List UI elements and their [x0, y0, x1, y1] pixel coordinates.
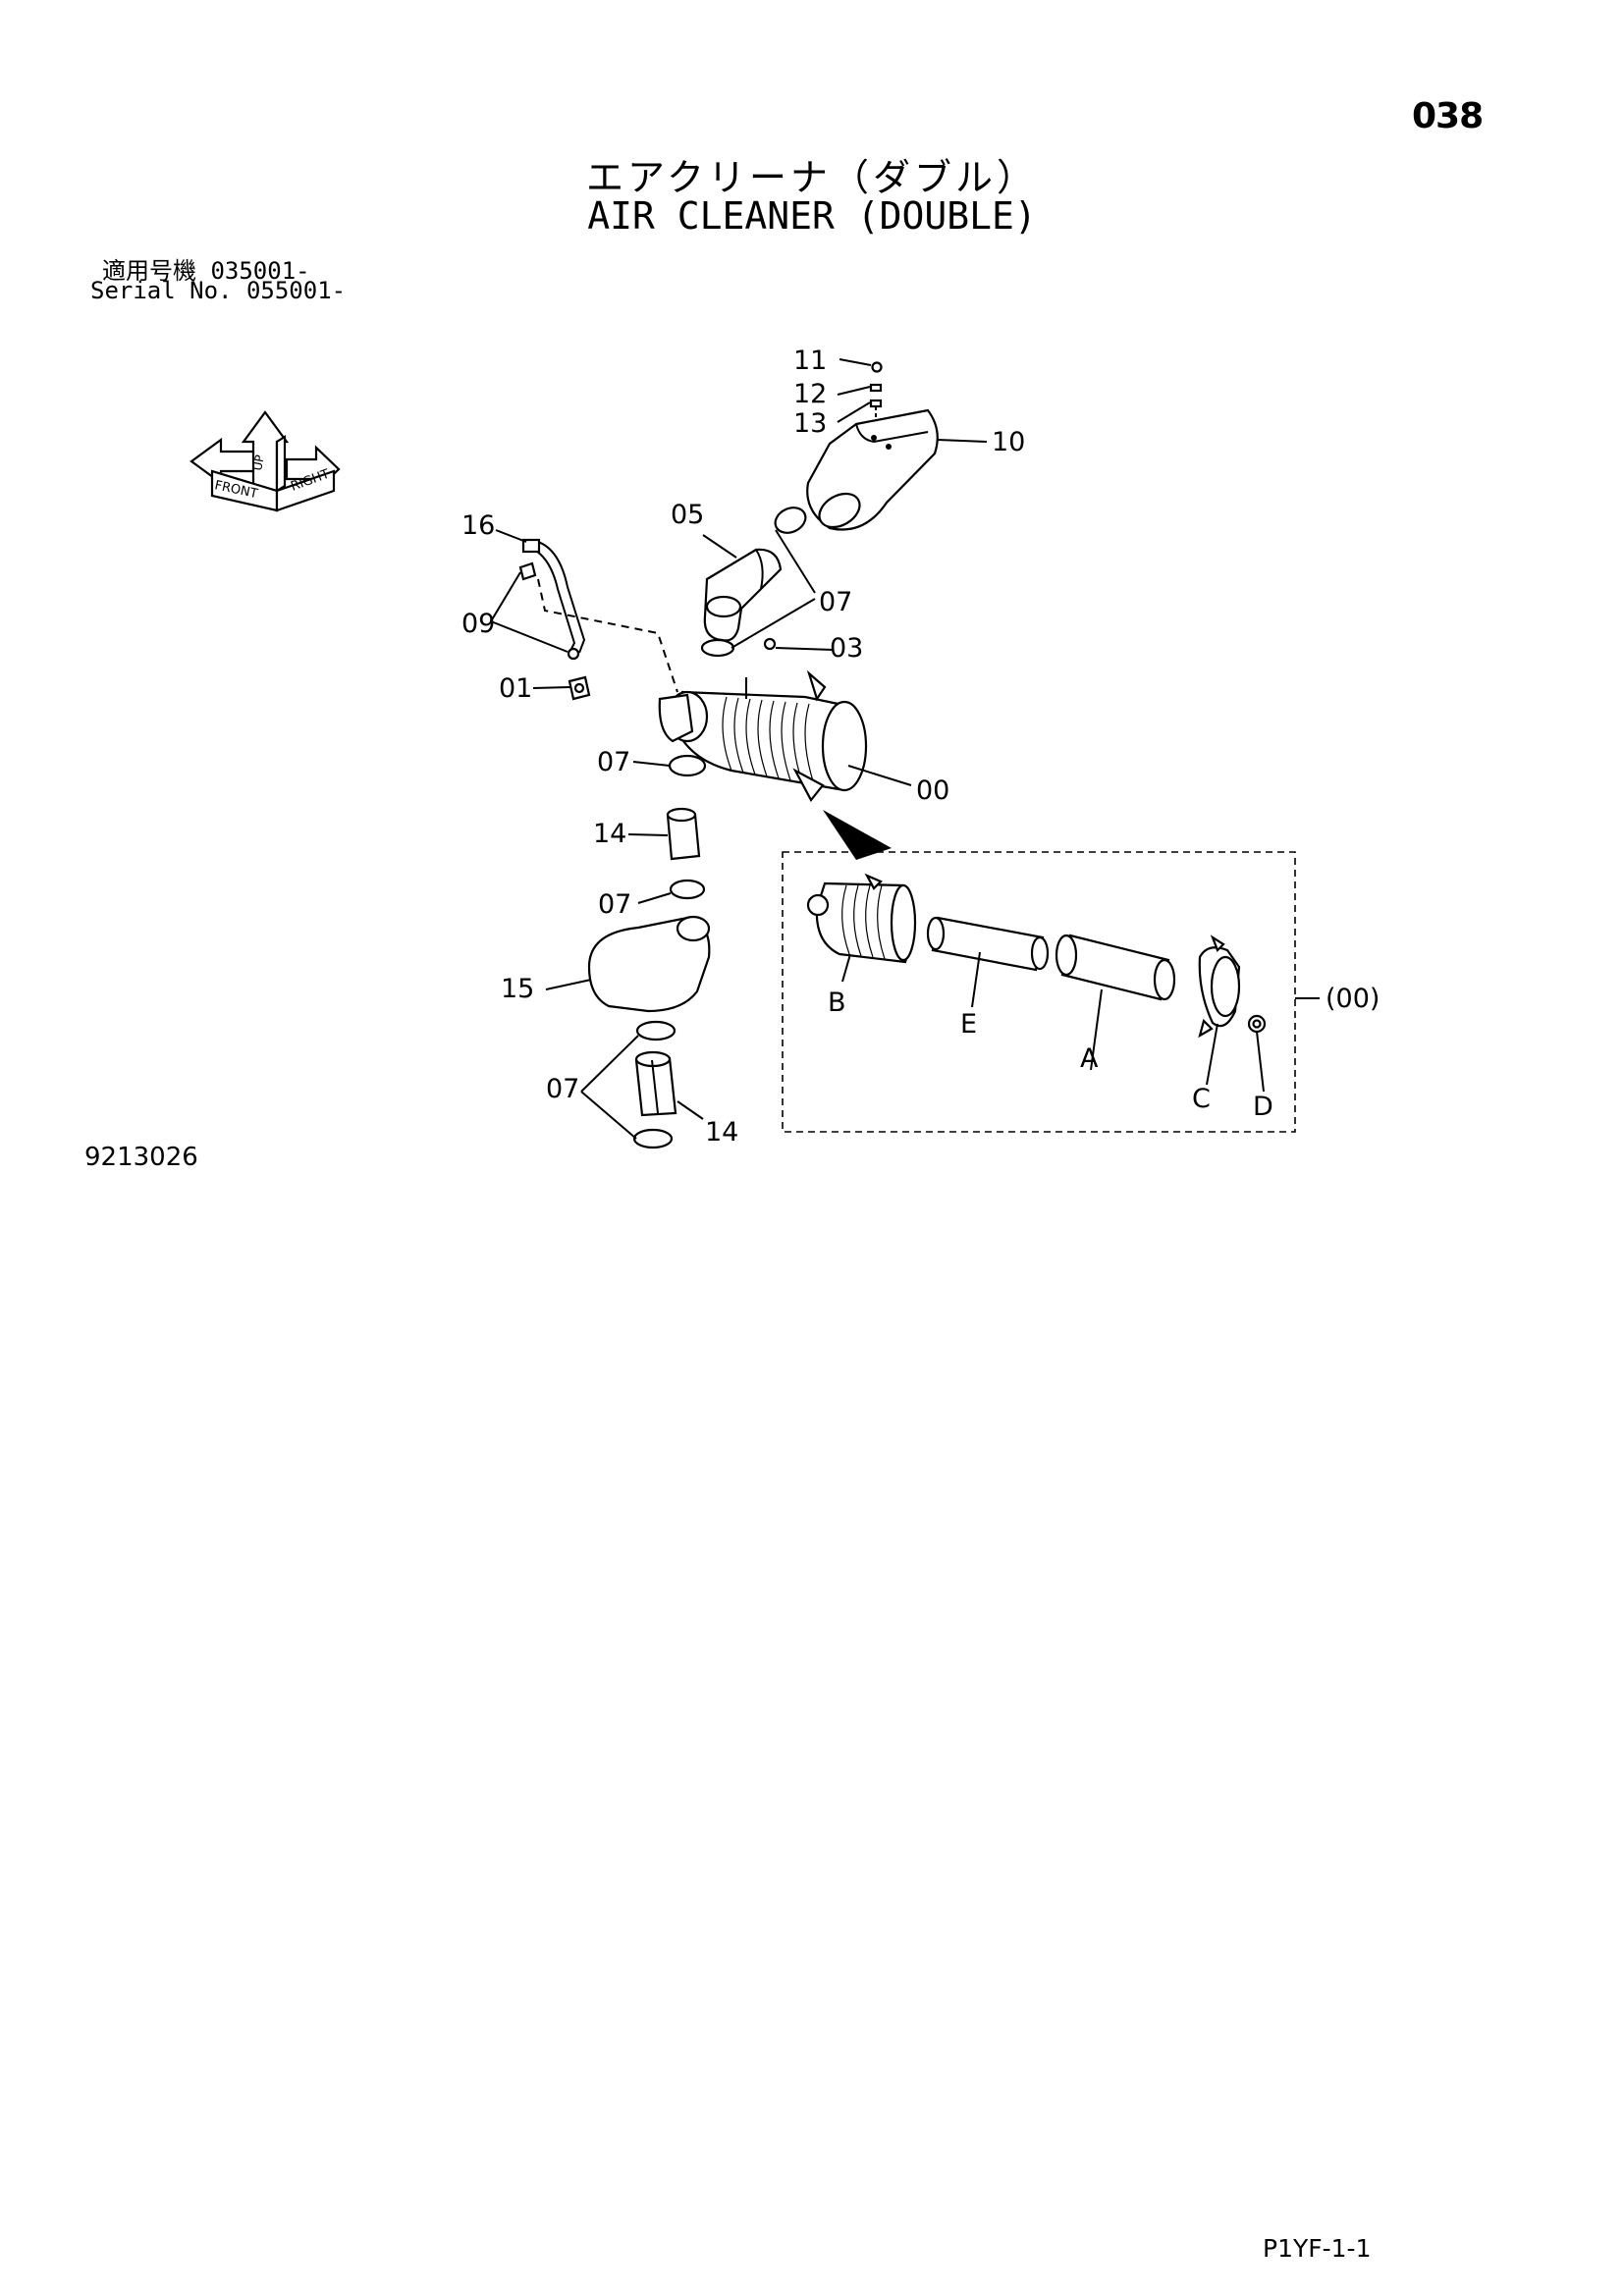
part-00-air-cleaner-assembly: [658, 669, 868, 802]
callout-07-middle: 07: [597, 747, 630, 777]
part-16-breather-hose: [521, 538, 586, 654]
orientation-up-label: UP: [250, 454, 267, 471]
part-07-clamp-upper: [700, 507, 807, 658]
part-14-tube-lower: [634, 1050, 677, 1117]
part-12-washer: [869, 383, 883, 393]
callout-07-upper: 07: [819, 587, 852, 617]
part-09-clip: [518, 561, 580, 661]
orientation-arrows-icon: FRONT RIGHT UP: [189, 410, 341, 512]
callout-15: 15: [501, 974, 534, 1004]
callout-labels: 11 12 13 10 16 05 07 09 03 01 07 00 14 0…: [461, 346, 1380, 1148]
part-10-intake-duct: [806, 408, 939, 531]
page-number: 038: [1412, 96, 1484, 136]
part-14-tube-upper: [666, 807, 701, 861]
detail-part-e-inner-element: [926, 916, 1050, 972]
callout-10: 10: [992, 427, 1025, 457]
part-11-bolt: [871, 361, 883, 373]
part-13-washer: [869, 399, 883, 430]
callout-12: 12: [793, 379, 827, 409]
detail-part-d-valve: [1247, 1014, 1267, 1034]
part-07-clamp-lower: [632, 1020, 677, 1149]
detail-part-c-cover: [1198, 934, 1241, 1039]
part-03-indicator: [763, 637, 777, 651]
part-05-elbow-hose: [703, 548, 783, 642]
callout-13: 13: [793, 408, 827, 439]
detail-box-00: [782, 851, 1296, 1133]
title-english: AIR CLEANER (DOUBLE): [587, 194, 1037, 238]
callout-14-lower: 14: [705, 1117, 738, 1148]
callout-11: 11: [793, 346, 827, 376]
detail-part-b-housing: [806, 873, 917, 964]
detail-callout-b: B: [828, 988, 846, 1018]
page-code: P1YF-1-1: [1263, 2234, 1372, 2263]
callout-14-upper: 14: [593, 819, 626, 849]
part-07-clamp-middle: [669, 879, 706, 900]
part-01-plug: [568, 675, 591, 701]
detail-callout-a: A: [1080, 1043, 1099, 1074]
detail-callout-d: D: [1253, 1092, 1273, 1122]
detail-callout-e: E: [960, 1009, 977, 1040]
leader-lines: [490, 358, 1320, 1140]
serial-number-english: Serial No. 055001-: [90, 277, 347, 304]
callout-09: 09: [461, 609, 495, 639]
detail-label: (00): [1326, 984, 1380, 1014]
callout-01: 01: [499, 673, 532, 704]
callout-05: 05: [671, 500, 704, 530]
detail-callout-c: C: [1192, 1084, 1211, 1114]
title-japanese: エアクリーナ（ダブル）: [585, 156, 1039, 199]
callout-00: 00: [916, 775, 949, 806]
serial-number-japanese: 適用号機 035001-: [102, 257, 310, 285]
part-15-precleaner-bowl: [587, 915, 711, 1013]
callout-07-lower: 07: [598, 889, 631, 920]
drawing-number: 9213026: [84, 1143, 198, 1172]
callout-07-bottom: 07: [546, 1074, 579, 1104]
callout-03: 03: [830, 633, 863, 664]
detail-part-a-outer-element: [1055, 934, 1176, 1001]
callout-16: 16: [461, 510, 495, 541]
